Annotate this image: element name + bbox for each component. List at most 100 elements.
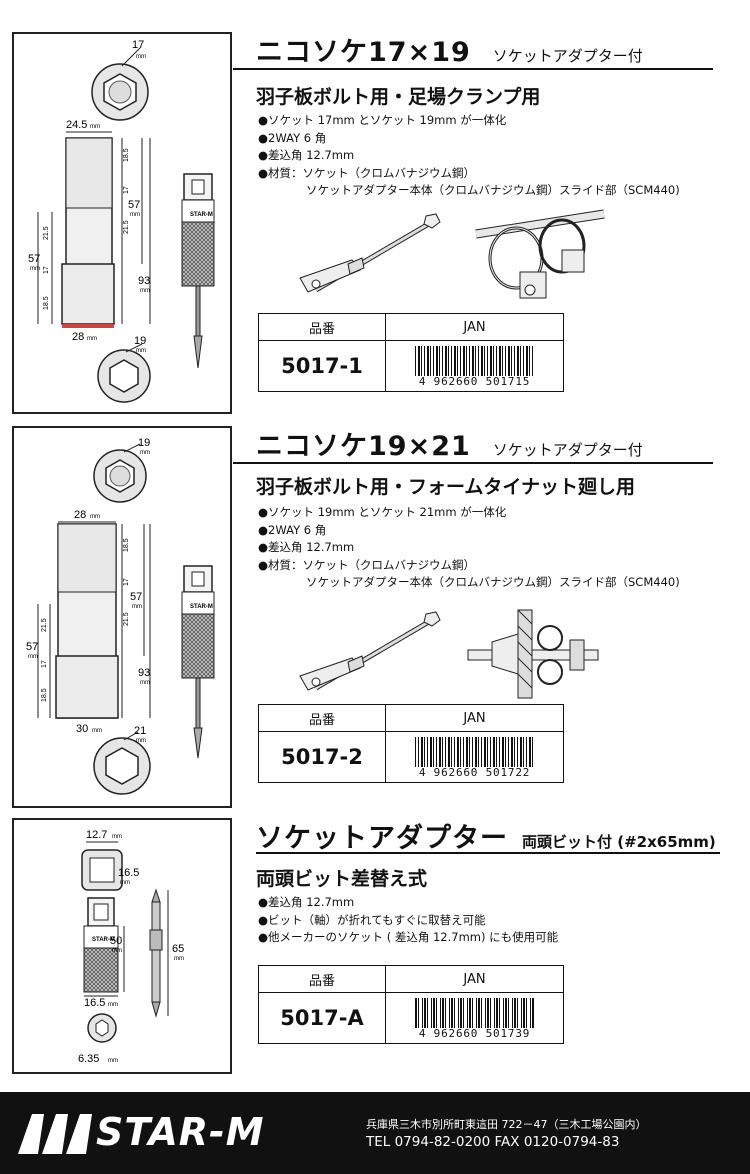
svg-text:mm: mm bbox=[112, 834, 122, 840]
star-m-logo-icon bbox=[18, 1114, 92, 1154]
svg-text:mm: mm bbox=[140, 680, 150, 686]
svg-text:16.5: 16.5 bbox=[118, 867, 139, 879]
socket-dimension-drawing: 19 mm 28 mm 18.5 17 21.5 57 mm 93 mm 57 … bbox=[26, 437, 215, 795]
jan-number: 4 962660 501722 bbox=[418, 765, 531, 779]
spec-item: ●差込角 12.7mm bbox=[258, 895, 355, 909]
svg-text:18.5: 18.5 bbox=[123, 538, 130, 552]
form-tie-illustration bbox=[467, 609, 599, 699]
product-subheading: 羽子板ボルト用・足場クランプ用 bbox=[256, 86, 541, 108]
svg-text:17: 17 bbox=[123, 578, 130, 586]
svg-text:STAR-M: STAR-M bbox=[190, 212, 213, 218]
table-header-jan: JAN bbox=[385, 313, 564, 341]
spec-item: ●2WAY 6 角 bbox=[258, 130, 327, 145]
svg-text:12.7: 12.7 bbox=[86, 829, 107, 841]
jan-cell: 4 962660 501739 bbox=[385, 992, 564, 1044]
product-title-row: ニコソケ17×19 ソケットアダプター付 bbox=[256, 30, 643, 69]
spec-list: ●ソケット 17mm とソケット 19mm が一体化 ●2WAY 6 角 ●差込… bbox=[258, 112, 680, 200]
product-title: ニコソケ19×21 bbox=[256, 431, 471, 462]
product-section-3: 12.7 mm 16.5 mm STAR-M 50 mm 16.5 mm 6.3… bbox=[0, 812, 750, 1092]
bolt-illustration bbox=[299, 611, 441, 691]
part-number: 5017-A bbox=[258, 992, 386, 1044]
adapter-dimension-drawing: 12.7 mm 16.5 mm STAR-M 50 mm 16.5 mm 6.3… bbox=[78, 829, 184, 1065]
svg-text:17: 17 bbox=[41, 660, 48, 668]
svg-text:18.5: 18.5 bbox=[43, 296, 50, 310]
svg-text:93: 93 bbox=[138, 667, 150, 679]
jan-cell: 4 962660 501722 bbox=[385, 731, 564, 783]
svg-text:mm: mm bbox=[112, 948, 122, 954]
barcode bbox=[414, 736, 535, 767]
svg-text:mm: mm bbox=[136, 738, 146, 744]
svg-text:57: 57 bbox=[26, 641, 38, 653]
svg-text:mm: mm bbox=[136, 348, 146, 354]
product-section-1: 17 mm 24.5 mm 18.5 17 21.5 57 mm 93 mm 5… bbox=[0, 0, 750, 420]
diagram-box: 12.7 mm 16.5 mm STAR-M 50 mm 16.5 mm 6.3… bbox=[12, 818, 232, 1074]
svg-text:6.35: 6.35 bbox=[78, 1053, 99, 1065]
part-number: 5017-1 bbox=[258, 340, 386, 392]
svg-text:28: 28 bbox=[72, 331, 84, 343]
product-subtitle: 両頭ビット付 (#2x65mm) bbox=[522, 833, 716, 851]
svg-text:21.5: 21.5 bbox=[41, 618, 48, 632]
product-code-table: 品番 JAN 5017-2 4 962660 501722 bbox=[258, 704, 564, 783]
divider bbox=[256, 852, 720, 854]
product-subtitle: ソケットアダプター付 bbox=[492, 47, 643, 65]
svg-text:19: 19 bbox=[134, 335, 146, 347]
product-code-table: 品番 JAN 5017-A 4 962660 501739 bbox=[258, 965, 564, 1044]
svg-text:mm: mm bbox=[92, 728, 102, 734]
spec-item: ソケットアダプター本体（クロムバナジウム鋼）スライド部（SCM440) bbox=[306, 183, 680, 197]
spec-item: ●差込角 12.7mm bbox=[258, 148, 355, 162]
svg-text:21.5: 21.5 bbox=[43, 226, 50, 240]
svg-text:mm: mm bbox=[140, 450, 150, 456]
spec-item: ソケットアダプター本体（クロムバナジウム鋼）スライド部（SCM440) bbox=[306, 575, 680, 589]
svg-text:57: 57 bbox=[28, 253, 40, 265]
svg-text:mm: mm bbox=[120, 880, 130, 886]
svg-text:16.5: 16.5 bbox=[84, 997, 105, 1009]
company-contact: TEL 0794-82-0200 FAX 0120-0794-83 bbox=[366, 1134, 620, 1150]
svg-text:21.5: 21.5 bbox=[123, 612, 130, 626]
product-title-row: ソケットアダプター 両頭ビット付 (#2x65mm) bbox=[256, 816, 716, 855]
svg-text:mm: mm bbox=[87, 336, 97, 342]
barcode bbox=[414, 997, 535, 1028]
product-section-2: 19 mm 28 mm 18.5 17 21.5 57 mm 93 mm 57 … bbox=[0, 420, 750, 812]
svg-text:mm: mm bbox=[140, 288, 150, 294]
svg-text:mm: mm bbox=[174, 956, 184, 962]
svg-text:STAR-M: STAR-M bbox=[190, 604, 213, 610]
part-number: 5017-2 bbox=[258, 731, 386, 783]
svg-text:30: 30 bbox=[76, 723, 88, 735]
spec-list: ●差込角 12.7mm ●ビット（軸）が折れてもすぐに取替え可能 ●他メーカーの… bbox=[258, 894, 558, 947]
divider bbox=[233, 462, 713, 464]
svg-text:57: 57 bbox=[128, 199, 140, 211]
spec-item: ●ビット（軸）が折れてもすぐに取替え可能 bbox=[258, 912, 486, 927]
svg-text:mm: mm bbox=[90, 514, 100, 520]
svg-text:mm: mm bbox=[136, 54, 146, 60]
svg-text:18.5: 18.5 bbox=[41, 688, 48, 702]
svg-text:mm: mm bbox=[108, 1002, 118, 1008]
svg-text:21.5: 21.5 bbox=[123, 220, 130, 234]
svg-text:24.5: 24.5 bbox=[66, 119, 87, 131]
product-subheading: 羽子板ボルト用・フォームタイナット廻し用 bbox=[256, 476, 636, 498]
bolt-illustration bbox=[299, 213, 441, 293]
svg-text:mm: mm bbox=[30, 266, 40, 272]
svg-text:19: 19 bbox=[138, 437, 150, 449]
spec-item: ●差込角 12.7mm bbox=[258, 540, 355, 554]
divider bbox=[233, 68, 713, 70]
spec-item: ●2WAY 6 角 bbox=[258, 522, 327, 537]
svg-text:mm: mm bbox=[130, 212, 140, 218]
product-title: ニコソケ17×19 bbox=[256, 37, 471, 68]
svg-text:17: 17 bbox=[132, 39, 144, 51]
svg-text:21: 21 bbox=[134, 725, 146, 737]
jan-number: 4 962660 501739 bbox=[418, 1026, 531, 1040]
svg-text:57: 57 bbox=[130, 591, 142, 603]
diagram-box: 17 mm 24.5 mm 18.5 17 21.5 57 mm 93 mm 5… bbox=[12, 32, 232, 414]
svg-text:28: 28 bbox=[74, 509, 86, 521]
spec-item: ●ソケット 19mm とソケット 21mm が一体化 bbox=[258, 505, 507, 519]
product-subheading: 両頭ビット差替え式 bbox=[256, 868, 428, 890]
svg-text:65: 65 bbox=[172, 943, 184, 955]
product-code-table: 品番 JAN 5017-1 4 962660 501715 bbox=[258, 313, 564, 392]
jan-number: 4 962660 501715 bbox=[418, 374, 531, 388]
company-address: 兵庫県三木市別所町東這田 722－47（三木工場公園内） bbox=[366, 1118, 647, 1131]
svg-text:mm: mm bbox=[28, 654, 38, 660]
svg-text:17: 17 bbox=[43, 266, 50, 274]
table-header-code: 品番 bbox=[258, 965, 386, 993]
svg-text:93: 93 bbox=[138, 275, 150, 287]
svg-text:mm: mm bbox=[90, 124, 100, 130]
